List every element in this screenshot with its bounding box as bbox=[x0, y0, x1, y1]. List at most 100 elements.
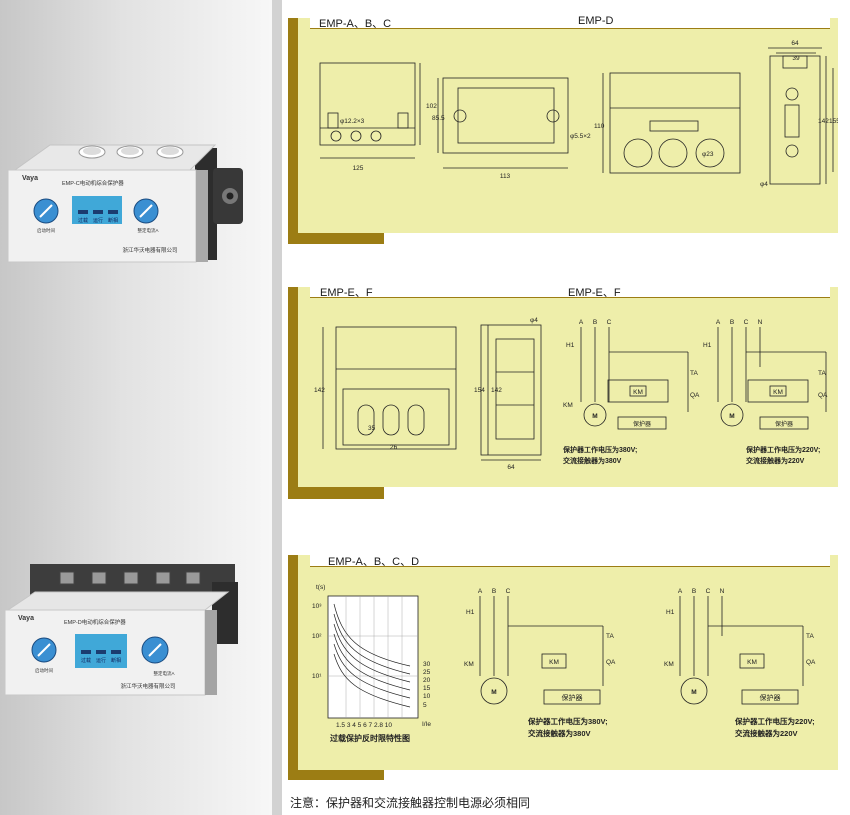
device-brand: Vaya bbox=[18, 615, 34, 622]
dim-155: 155 bbox=[829, 118, 838, 125]
dim-102: 102 bbox=[426, 103, 437, 110]
device-model-label: EMP-C电动机综合保护器 bbox=[62, 179, 124, 187]
curve-label: 20 bbox=[423, 677, 431, 684]
knob-left-label: 启动时间 bbox=[35, 667, 53, 674]
panel1-header bbox=[310, 14, 830, 29]
phase-label: N bbox=[720, 588, 725, 595]
caption-contactor: 交流接触器为380V bbox=[528, 728, 591, 738]
btn-label-1: 运行 bbox=[96, 657, 106, 664]
device-photo-emp-d: 过载 运行 断相 Vaya EMP-D电动机综合保护器 启动时间 整定电流A 浙… bbox=[4, 564, 238, 696]
km-label: KM bbox=[549, 659, 559, 666]
device-brand: Vaya bbox=[22, 175, 38, 182]
h1-label: H1 bbox=[703, 342, 712, 349]
dim-85: 85.5 bbox=[432, 115, 445, 122]
protector-label: 保护器 bbox=[760, 693, 781, 702]
device-photo-emp-c: 过载 运行 断相 Vaya EMP-C电动机综合保护器 启动时间 整定电流A 浙… bbox=[7, 144, 243, 263]
motor-label: M bbox=[491, 689, 496, 696]
ta-label: TA bbox=[806, 633, 814, 640]
dim-64: 64 bbox=[507, 464, 515, 471]
curve-label: 15 bbox=[423, 685, 431, 692]
h1-label: H1 bbox=[466, 609, 475, 616]
panel2-circuit-380v: A B C KM M 保护器 TA QA KM H1 保护器工作电压为380V;… bbox=[562, 319, 700, 465]
caption-contactor: 交流接触器为220V bbox=[735, 728, 798, 738]
phase-label: A bbox=[579, 319, 584, 326]
ta-label: TA bbox=[690, 370, 698, 377]
dim-12: φ12.2×3 bbox=[340, 118, 365, 125]
phase-label: B bbox=[692, 588, 696, 595]
protector-label: 保护器 bbox=[633, 420, 651, 428]
panel3-header bbox=[310, 552, 830, 567]
btn-label-0: 过载 bbox=[81, 657, 91, 664]
phase-label: A bbox=[478, 588, 483, 595]
btn-label-2: 断相 bbox=[108, 217, 118, 224]
motor-label: M bbox=[592, 413, 597, 420]
dim-110: 110 bbox=[594, 123, 605, 130]
dim-35: 35 bbox=[368, 425, 376, 432]
panel2-circuit-220v: A B C N KM M 保护器 TA QA H1 保护器工作电压为220V; … bbox=[703, 319, 828, 465]
panel1-right-title: EMP-D bbox=[578, 15, 614, 27]
phase-label: C bbox=[744, 319, 749, 326]
dim-142b: 142 bbox=[491, 387, 502, 394]
dim-4: φ4 bbox=[530, 317, 538, 324]
caption-voltage: 保护器工作电压为380V; bbox=[562, 445, 637, 454]
device-company: 浙江华沃电器有限公司 bbox=[120, 682, 175, 690]
h1-label: H1 bbox=[566, 342, 575, 349]
km-label: KM bbox=[633, 389, 643, 396]
dim-4: φ4 bbox=[760, 181, 768, 188]
curve-label: 10 bbox=[423, 693, 431, 700]
panel3-circuit-380v: A B C KM M 保护器 TA QA KM H1 保护器工作电压为380V;… bbox=[464, 588, 616, 738]
graph-x-ticks: 1.5 3 4 5 6 7 2.8 10 bbox=[336, 722, 392, 729]
panel3-title: EMP-A、B、C、D bbox=[328, 556, 420, 568]
overload-curve-graph: t(s) 10³ 10² 10¹ 30 25 20 15 10 5 1.5 3 … bbox=[312, 584, 431, 743]
panel2-right-title: EMP-E、F bbox=[568, 287, 621, 299]
footer-note: 注意：保护器和交流接触器控制电源必须相同 bbox=[290, 796, 531, 810]
caption-contactor: 交流接触器为380V bbox=[563, 456, 622, 465]
device-model-label: EMP-D电动机综合保护器 bbox=[64, 618, 126, 626]
btn-label-2: 断相 bbox=[111, 657, 121, 664]
dim-125: 125 bbox=[353, 165, 364, 172]
panel1-drawings: 125 102 φ12.2×3 113 85.5 φ5.5×2 110 φ23 … bbox=[319, 40, 838, 188]
curve-label: 25 bbox=[423, 669, 431, 676]
btn-label-0: 过载 bbox=[78, 217, 88, 224]
phase-label: B bbox=[730, 319, 734, 326]
graph-x-label: I/Ie bbox=[422, 721, 431, 728]
qa-label: QA bbox=[690, 392, 700, 399]
graph-y-label: t(s) bbox=[316, 584, 325, 591]
dim-64: 64 bbox=[791, 40, 799, 47]
curve-label: 30 bbox=[423, 661, 431, 668]
caption-voltage: 保护器工作电压为220V; bbox=[745, 445, 820, 454]
graph-caption: 过载保护反时限特性图 bbox=[330, 733, 410, 743]
dim-55: φ5.5×2 bbox=[570, 133, 591, 140]
phase-label: C bbox=[706, 588, 711, 595]
km-label: KM bbox=[773, 389, 783, 396]
phase-label: N bbox=[758, 319, 763, 326]
protector-label: 保护器 bbox=[562, 693, 583, 702]
dim-154: 154 bbox=[474, 387, 485, 394]
qa-label: QA bbox=[606, 659, 616, 666]
km-side-label: KM bbox=[563, 402, 573, 409]
dim-23: φ23 bbox=[702, 151, 714, 158]
phase-label: A bbox=[678, 588, 683, 595]
dim-142: 142 bbox=[314, 387, 325, 394]
dim-39: 39 bbox=[792, 55, 800, 62]
column-divider bbox=[272, 0, 282, 815]
phase-label: A bbox=[716, 319, 721, 326]
ta-label: TA bbox=[818, 370, 826, 377]
km-side-label: KM bbox=[664, 661, 674, 668]
dim-142: 142 bbox=[818, 118, 829, 125]
protector-label: 保护器 bbox=[775, 420, 793, 428]
caption-contactor: 交流接触器为220V bbox=[746, 456, 805, 465]
motor-label: M bbox=[729, 413, 734, 420]
knob-left-label: 启动时间 bbox=[37, 227, 55, 234]
panel2-header bbox=[310, 283, 830, 298]
km-side-label: KM bbox=[464, 661, 474, 668]
device-company: 浙江华沃电器有限公司 bbox=[122, 246, 177, 254]
knob-right-label: 整定电流A bbox=[137, 227, 158, 234]
graph-y-tick: 10¹ bbox=[312, 673, 322, 680]
ta-label: TA bbox=[606, 633, 614, 640]
km-label: KM bbox=[747, 659, 757, 666]
panel2-left-title: EMP-E、F bbox=[320, 287, 373, 299]
panel1-left-title: EMP-A、B、C bbox=[319, 18, 392, 30]
dim-113: 113 bbox=[500, 173, 511, 180]
knob-right-label: 整定电流A bbox=[153, 670, 174, 677]
